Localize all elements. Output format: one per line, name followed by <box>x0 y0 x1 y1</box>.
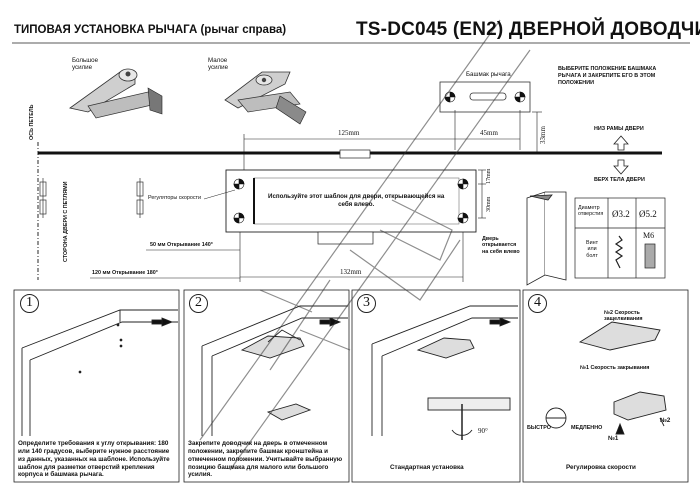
step-4-fast: БЫСТРО <box>527 425 551 431</box>
opening-180-label: 120 мм Открывание 180° <box>92 270 158 276</box>
shoe-label: Башмак рычага <box>466 71 511 78</box>
step4-speed-sketch <box>545 321 667 435</box>
step-4-n1: №1 <box>608 435 619 442</box>
step2-door-sketch <box>201 305 348 436</box>
open-door-sketch <box>526 191 567 286</box>
dimension-125: 125mm <box>338 129 360 137</box>
opening-140-label: 50 мм Открывание 140° <box>150 242 213 248</box>
dimension-lines-top <box>243 110 542 175</box>
step-3-caption: Стандартная установка <box>390 464 464 471</box>
dimension-132: 132mm <box>340 268 362 276</box>
step-3-angle: 90° <box>478 427 488 435</box>
hinge-axis-label: ОСЬ ПЕТЕЛЬ <box>29 104 35 140</box>
door-top-label: ВЕРХ ТЕЛА ДВЕРИ <box>594 177 645 183</box>
step-4-number: 4 <box>528 294 547 313</box>
step-4-slow: МЕДЛЕННО <box>571 425 603 431</box>
lever-shoe-template <box>439 81 531 113</box>
frame-door-arrows <box>613 135 629 175</box>
step-1-number: 1 <box>20 294 39 313</box>
step-4-n2: №2 <box>660 417 671 424</box>
dimension-45: 45mm <box>480 129 498 137</box>
frame-bottom-label: НИЗ РАМЫ ДВЕРИ <box>594 126 644 132</box>
screw-table-header: Диаметр отверстия <box>578 205 604 218</box>
step-4-closing-speed: №1 Скорость закрывания <box>580 365 650 371</box>
select-shoe-note: ВЫБЕРИТЕ ПОЛОЖЕНИЕ БАШМАКА РЫЧАГА И ЗАКР… <box>558 66 657 86</box>
dimension-30: 30mm <box>486 196 492 212</box>
screw-diameter-1: Ø3.2 <box>612 209 630 219</box>
light-force-label: Малое усилие <box>208 57 229 71</box>
step-2-number: 2 <box>189 294 208 313</box>
hinge-icons <box>39 178 144 218</box>
step-3-number: 3 <box>357 294 376 313</box>
hinge-side-label: СТОРОНА ДВЕРИ С ПЕТЛЯМИ <box>63 181 69 262</box>
screw-row-label: Винт или болт <box>586 240 599 259</box>
right-title: TS-DC045 (EN2) ДВЕРНОЙ ДОВОДЧИК <box>356 19 700 40</box>
closer-arm-strong-image <box>69 68 163 119</box>
screw-m6: M6 <box>643 231 655 240</box>
watermark-logo <box>199 19 531 471</box>
dimension-lines-body <box>478 169 486 219</box>
door-left-open-label: Дверь открывается на себя влево <box>482 236 520 255</box>
dimension-lines-bottom <box>90 232 464 282</box>
step1-door-sketch <box>21 309 178 436</box>
step-1-caption: Определите требования к углу открывания:… <box>18 440 170 479</box>
left-title: ТИПОВАЯ УСТАНОВКА РЫЧАГА (рычаг справа) <box>14 24 287 36</box>
closer-arm-light-image <box>224 71 307 125</box>
step3-door-sketch <box>371 305 518 440</box>
step-4-caption: Регулировка скорости <box>566 464 636 471</box>
dimension-17: 17mm <box>486 168 492 184</box>
template-note: Используйте этот шаблон для двери, откры… <box>268 193 445 209</box>
speed-regulators-label: Регуляторы скорости <box>148 195 202 201</box>
screw-diameter-2: Ø5.2 <box>639 209 657 219</box>
step-4-latch-speed: №2 Скорость защелкивания <box>604 310 643 323</box>
step-2-caption: Закрепите доводчик на дверь в отмеченном… <box>188 440 343 479</box>
step-frames <box>13 289 689 483</box>
screw-table <box>574 197 666 279</box>
strong-force-label: Большое усилие <box>72 57 99 71</box>
dimension-33: 33mm <box>539 126 547 144</box>
